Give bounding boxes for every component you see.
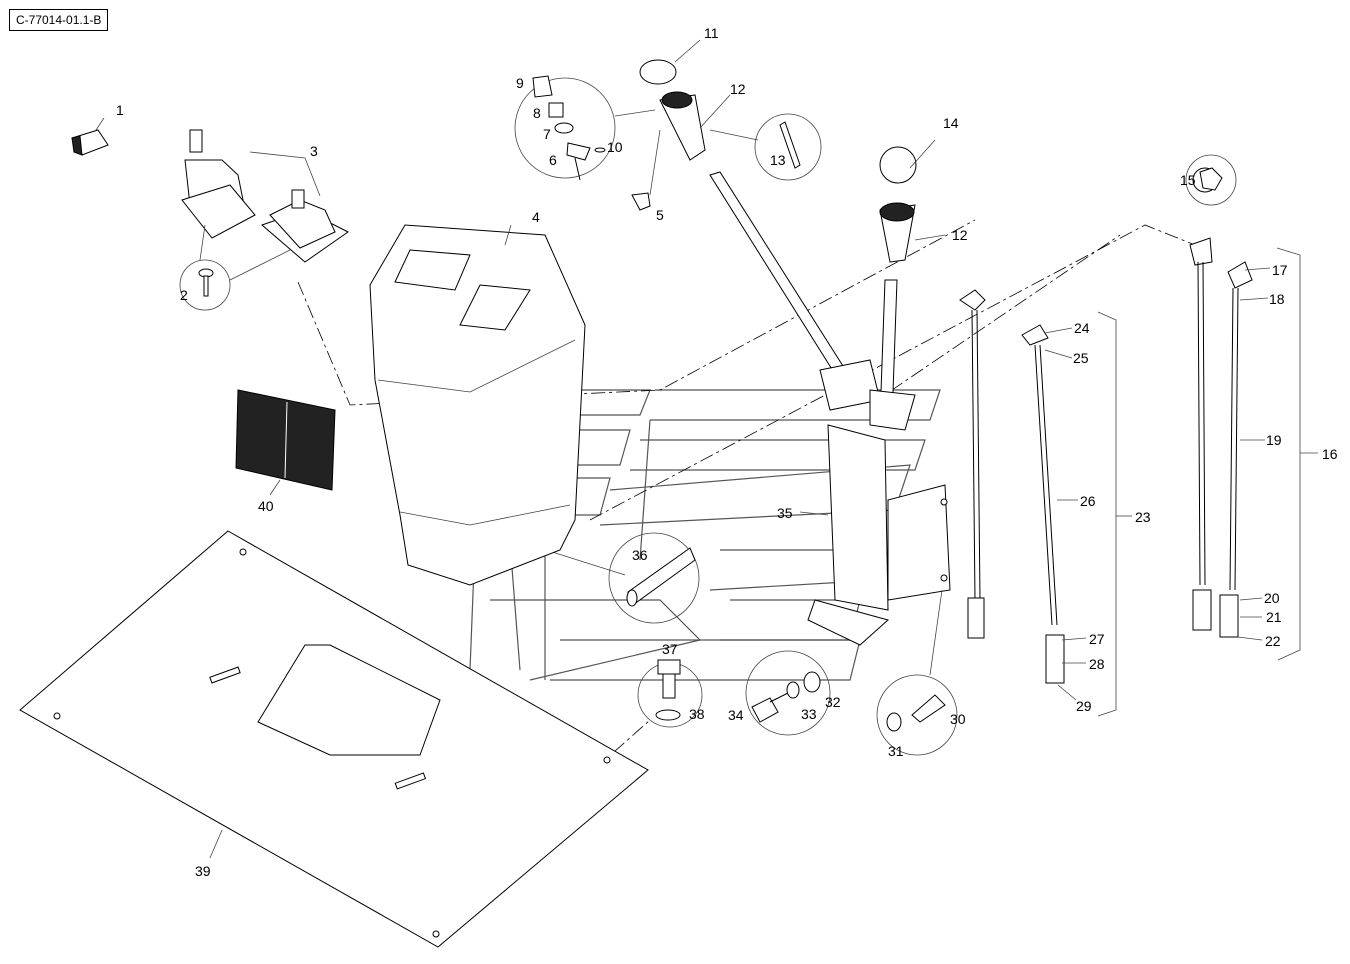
callout-5: 5 — [656, 207, 664, 223]
callout-14: 14 — [943, 115, 959, 131]
part-40-decal — [235, 389, 336, 496]
callout-25: 25 — [1073, 350, 1089, 366]
callout-36: 36 — [632, 547, 648, 563]
callout-19: 19 — [1266, 432, 1282, 448]
callout-21: 21 — [1266, 609, 1282, 625]
callout-26: 26 — [1080, 493, 1096, 509]
part-36-strip — [608, 532, 700, 624]
callout-12-lower: 12 — [952, 227, 968, 243]
callout-4: 4 — [532, 209, 540, 225]
callout-3: 3 — [310, 143, 318, 159]
parts-30-31-bolt — [876, 589, 958, 756]
callout-23: 23 — [1135, 509, 1151, 525]
callout-37: 37 — [662, 641, 678, 657]
callout-10: 10 — [607, 139, 623, 155]
callout-11: 11 — [704, 25, 719, 41]
callout-28: 28 — [1089, 656, 1105, 672]
callout-39: 39 — [195, 863, 211, 879]
callout-22: 22 — [1265, 633, 1281, 649]
callout-2: 2 — [180, 287, 188, 303]
part-3-gaiters — [181, 129, 349, 263]
parts-32-34-fasteners — [745, 650, 831, 736]
callout-7: 7 — [543, 126, 551, 142]
callout-18: 18 — [1269, 291, 1285, 307]
callout-29: 29 — [1076, 698, 1092, 714]
callout-13: 13 — [770, 152, 786, 168]
parts-5-10-knob-detail — [514, 75, 661, 211]
part-2-screw — [179, 224, 291, 311]
callout-38: 38 — [689, 706, 705, 722]
part-39-base-plate — [19, 530, 649, 948]
callout-35: 35 — [777, 505, 793, 521]
callout-12-upper: 12 — [730, 81, 746, 97]
part-15-nut — [1185, 154, 1237, 206]
callout-20: 20 — [1264, 590, 1280, 606]
callout-6: 6 — [549, 152, 557, 168]
callout-15: 15 — [1180, 172, 1196, 188]
part-35-bracket — [799, 424, 951, 646]
callout-33: 33 — [801, 706, 817, 722]
callout-32: 32 — [825, 694, 841, 710]
callout-17: 17 — [1272, 262, 1288, 278]
callout-9: 9 — [516, 75, 524, 91]
callout-40: 40 — [258, 498, 274, 514]
callout-31: 31 — [888, 743, 904, 759]
parts-11-13-knob — [639, 39, 822, 181]
part-4-console-housing — [369, 224, 586, 586]
callout-8: 8 — [533, 105, 541, 121]
cable-assemblies — [959, 167, 1271, 701]
lever-assembly — [709, 139, 946, 431]
drawing-reference: C-77014-01.1-B — [9, 9, 109, 31]
group-brackets — [1097, 247, 1318, 717]
callout-27: 27 — [1089, 631, 1105, 647]
callout-34: 34 — [728, 707, 744, 723]
callout-24: 24 — [1074, 320, 1090, 336]
callout-16: 16 — [1322, 446, 1338, 462]
parts-37-38-bolt — [637, 659, 703, 728]
part-1-clip — [71, 117, 109, 156]
callout-30: 30 — [950, 711, 966, 727]
callout-1: 1 — [116, 102, 124, 118]
